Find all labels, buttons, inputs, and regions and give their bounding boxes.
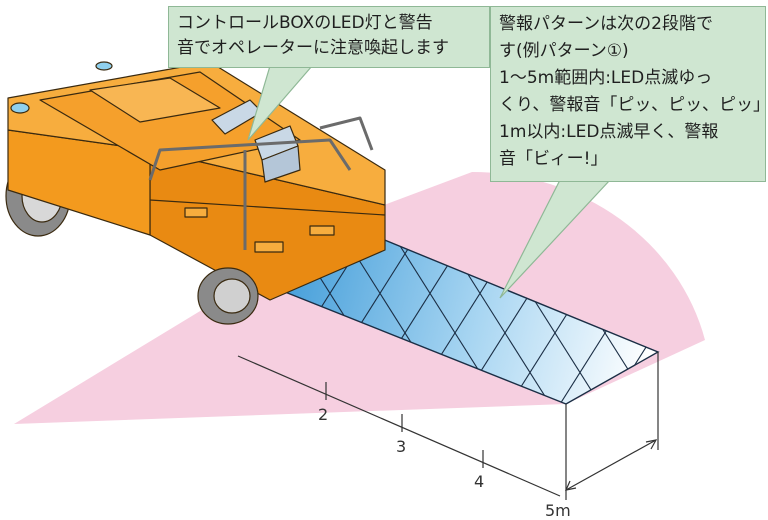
callout-line: 音でオペレーターに注意喚起します [177, 38, 449, 58]
scale-tick-label: 2 [318, 405, 328, 424]
scale-tick-label: 3 [396, 437, 406, 456]
callout-line: コントロールBOXのLED灯と警告 [177, 13, 433, 33]
alarm-pattern-callout: 警報パターンは次の2段階で す(例パターン①) 1～5m範囲内:LED点滅ゆっ … [490, 6, 768, 182]
roller-vehicle [5, 61, 386, 325]
dimension-lines [237, 352, 659, 500]
control-box-callout: コントロールBOXのLED灯と警告 音でオペレーターに注意喚起します [168, 6, 490, 68]
callout-line: くり、警報音「ピッ、ピッ、ピッ」 [499, 95, 768, 115]
callout-line: 1m以内:LED点滅早く、警報 [499, 122, 719, 142]
callout-line: 音「ビィー!」 [499, 149, 608, 169]
callout-line: 警報パターンは次の2段階で [499, 14, 713, 34]
scale-end-label: 5m [545, 501, 571, 520]
callout-line: す(例パターン①) [499, 41, 629, 61]
callout-line: 1～5m範囲内:LED点滅ゆっ [499, 68, 713, 88]
scale-tick-label: 4 [474, 472, 484, 491]
